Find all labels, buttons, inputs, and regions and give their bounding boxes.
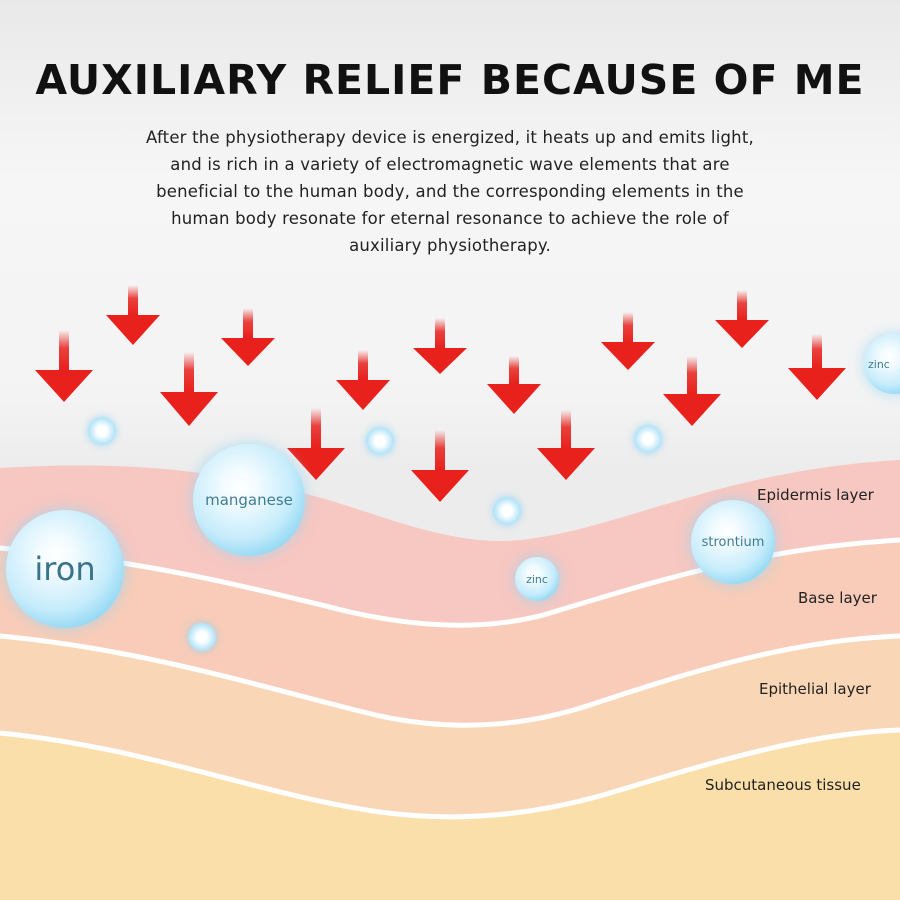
layer-label-epidermis: Epidermis layer: [757, 486, 874, 504]
down-arrow-icon: [106, 285, 160, 345]
element-particle: [493, 497, 521, 525]
down-arrow-icon: [537, 410, 595, 480]
down-arrow-icon: [663, 356, 721, 426]
down-arrow-icon: [411, 430, 469, 502]
description-text: After the physiotherapy device is energi…: [45, 124, 855, 259]
epithelial-boundary-line: [0, 633, 900, 728]
down-arrow-icon: [336, 350, 390, 410]
down-arrow-icon: [221, 308, 275, 366]
description-line: human body resonate for eternal resonanc…: [171, 209, 729, 228]
element-label-iron: iron: [34, 550, 96, 588]
page-title: AUXILIARY RELIEF BECAUSE OF ME: [35, 56, 865, 104]
description-line: auxiliary physiotherapy.: [349, 236, 551, 255]
element-label-strontium: strontium: [701, 534, 765, 550]
down-arrow-icon: [487, 356, 541, 414]
element-bubble-iron: iron: [6, 510, 124, 628]
subcutaneous-band: [0, 730, 900, 900]
arrow-icon-group: [35, 285, 846, 502]
description-line: and is rich in a variety of electromagne…: [170, 155, 730, 174]
element-particle: [188, 623, 216, 651]
description-line: beneficial to the human body, and the co…: [156, 182, 744, 201]
element-particle: [366, 427, 394, 455]
layer-label-base: Base layer: [798, 589, 877, 607]
element-bubble-manganese: manganese: [193, 444, 305, 556]
element-bubble-zinc: zinc: [515, 557, 559, 601]
element-label-zinc: zinc: [526, 572, 548, 586]
layer-label-epithelial: Epithelial layer: [759, 680, 871, 698]
description-line: After the physiotherapy device is energi…: [146, 128, 754, 147]
down-arrow-icon: [35, 330, 93, 402]
element-label-zinc-edge: zinc: [868, 357, 890, 371]
down-arrow-icon: [160, 352, 218, 426]
down-arrow-icon: [413, 318, 467, 374]
down-arrow-icon: [788, 334, 846, 400]
element-bubble-strontium: strontium: [691, 500, 775, 584]
down-arrow-icon: [715, 290, 769, 348]
element-particle: [88, 417, 116, 445]
element-label-manganese: manganese: [205, 491, 293, 509]
down-arrow-icon: [601, 312, 655, 370]
subcutaneous-boundary-line: [0, 727, 900, 820]
down-arrow-icon: [287, 408, 345, 480]
element-particle: [634, 425, 662, 453]
layer-label-subcutaneous: Subcutaneous tissue: [705, 776, 861, 794]
